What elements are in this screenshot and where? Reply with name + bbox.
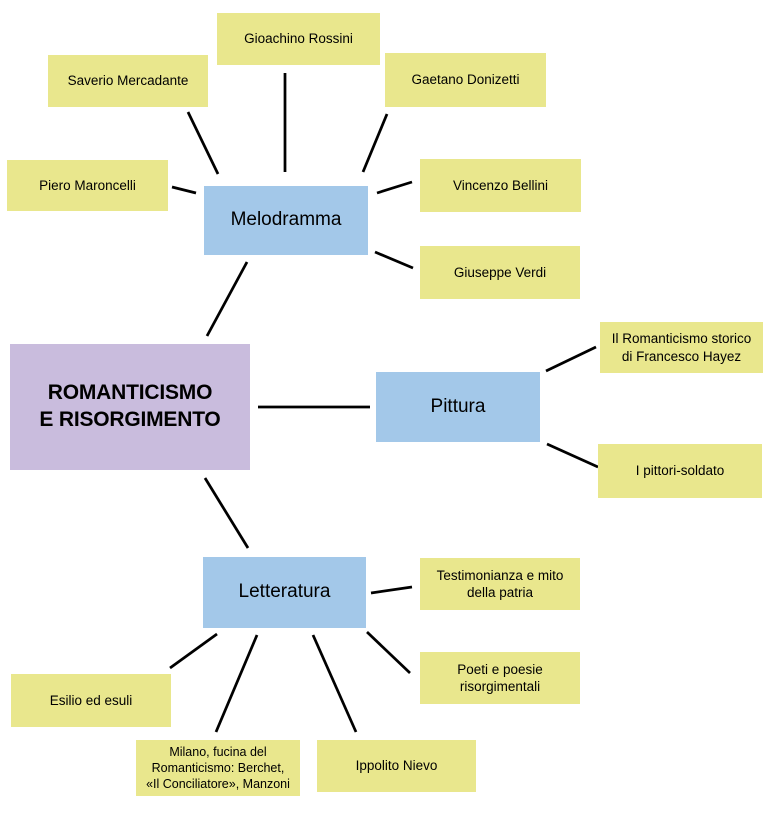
- node-pittura: Pittura: [376, 372, 540, 442]
- leaf-node-label: Saverio Mercadante: [67, 73, 189, 89]
- branch-node-label: Melodramma: [230, 209, 342, 231]
- node-giuseppe-verdi: Giuseppe Verdi: [420, 246, 580, 299]
- edge-melodramma-verdi: [374, 250, 414, 270]
- node-romanticismo-storico-hayez: Il Romanticismo storico di Francesco Hay…: [600, 322, 763, 373]
- branch-node-label: Pittura: [430, 395, 486, 417]
- node-milano-fucina-romanticismo: Milano, fucina del Romanticismo: Berchet…: [136, 740, 300, 796]
- node-vincenzo-bellini: Vincenzo Bellini: [420, 159, 581, 212]
- edge-letteratura-nievo: [311, 634, 358, 733]
- leaf-node-label: Piero Maroncelli: [39, 177, 136, 193]
- edge-letteratura-poeti: [366, 631, 411, 674]
- leaf-node-label: Gioachino Rossini: [244, 31, 353, 47]
- edge-letteratura-testimonianza: [370, 585, 413, 595]
- edge-pittura-hayez: [545, 345, 597, 373]
- leaf-node-label: Esilio ed esuli: [49, 692, 133, 708]
- edge-melodramma-bellini: [376, 180, 413, 195]
- leaf-node-label: I pittori-soldato: [635, 463, 725, 479]
- edge-melodramma-mercadante: [186, 111, 220, 175]
- node-saverio-mercadante: Saverio Mercadante: [48, 55, 208, 107]
- leaf-node-label: Milano, fucina del Romanticismo: Berchet…: [146, 745, 290, 791]
- leaf-node-label: Ippolito Nievo: [355, 758, 438, 774]
- edge-pittura-pittori-soldato: [546, 442, 599, 469]
- leaf-node-label: Giuseppe Verdi: [453, 264, 547, 280]
- edge-letteratura-esilio: [169, 632, 218, 670]
- leaf-node-label: Vincenzo Bellini: [452, 177, 549, 193]
- edge-melodramma-donizetti: [361, 113, 389, 173]
- node-testimonianza-mito-patria: Testimonianza e mito della patria: [420, 558, 580, 610]
- node-romanticismo-e-risorgimento: ROMANTICISMO E RISORGIMENTO: [10, 344, 250, 470]
- node-piero-maroncelli: Piero Maroncelli: [7, 160, 168, 211]
- leaf-node-label: Poeti e poesie risorgimentali: [457, 661, 543, 694]
- center-node-label: ROMANTICISMO E RISORGIMENTO: [39, 381, 221, 431]
- node-gaetano-donizetti: Gaetano Donizetti: [385, 53, 546, 107]
- edge-center-melodramma: [205, 261, 249, 337]
- node-poeti-poesie-risorgimentali: Poeti e poesie risorgimentali: [420, 652, 580, 704]
- node-esilio-ed-esuli: Esilio ed esuli: [11, 674, 171, 727]
- leaf-node-label: Il Romanticismo storico di Francesco Hay…: [611, 331, 752, 364]
- node-ippolito-nievo: Ippolito Nievo: [317, 740, 476, 792]
- edge-center-letteratura: [203, 477, 250, 549]
- node-pittori-soldato: I pittori-soldato: [598, 444, 762, 498]
- node-letteratura: Letteratura: [203, 557, 366, 628]
- branch-node-label: Letteratura: [238, 581, 331, 603]
- node-gioachino-rossini: Gioachino Rossini: [217, 13, 380, 65]
- leaf-node-label: Gaetano Donizetti: [411, 72, 520, 88]
- edge-melodramma-maroncelli: [171, 185, 197, 195]
- edge-letteratura-milano: [214, 634, 259, 733]
- node-melodramma: Melodramma: [204, 186, 368, 255]
- leaf-node-label: Testimonianza e mito della patria: [436, 567, 564, 600]
